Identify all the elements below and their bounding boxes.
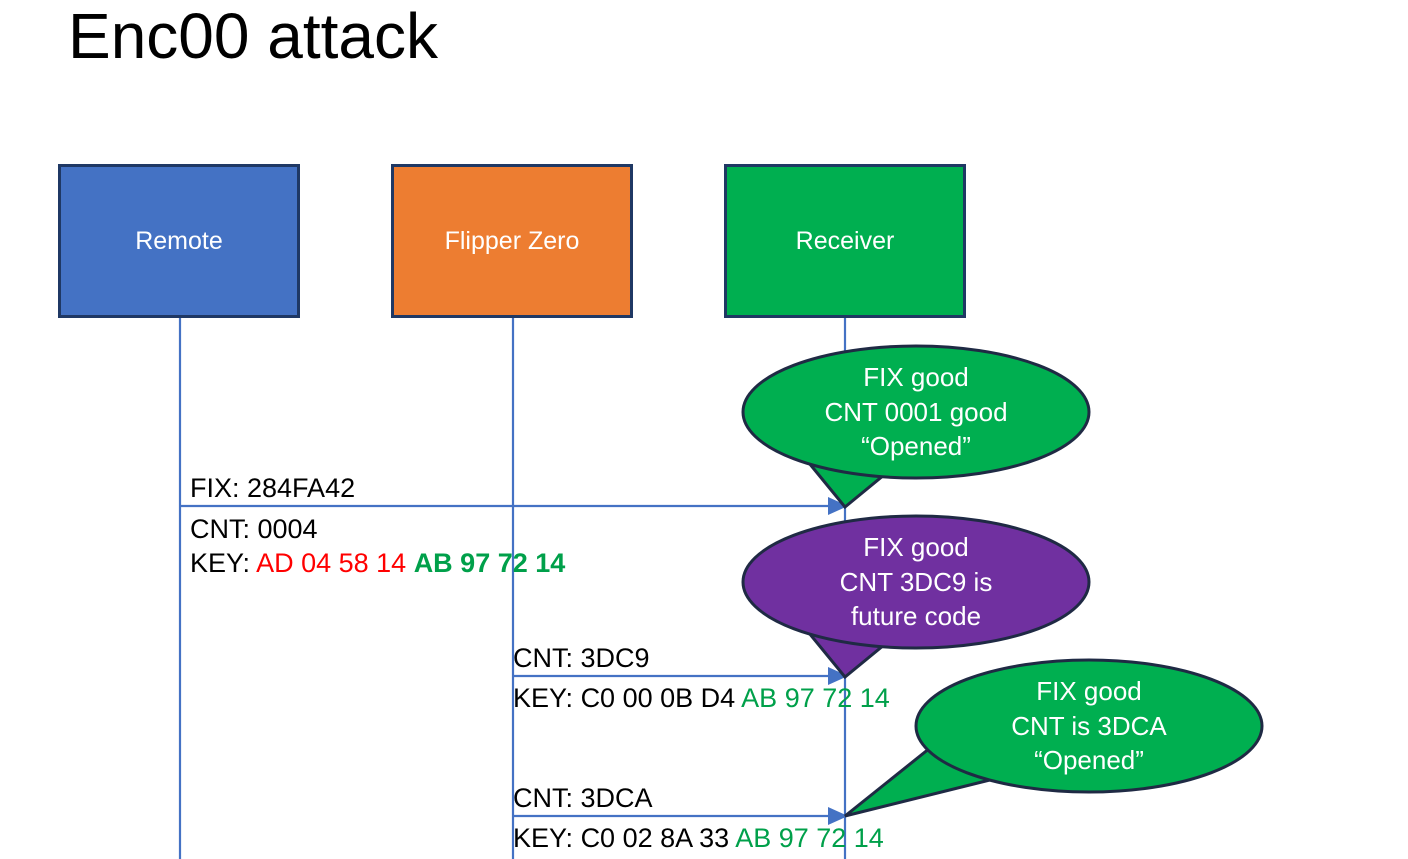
node-box-remote[interactable]: Remote bbox=[58, 164, 300, 318]
message-2-key-black: C0 00 0B D4 bbox=[580, 683, 736, 713]
message-2-cnt: CNT: 3DC9 bbox=[513, 643, 650, 675]
page-title: Enc00 attack bbox=[68, 0, 438, 72]
message-1-fix: FIX: 284FA42 bbox=[190, 473, 355, 505]
message-3-cnt: CNT: 3DCA bbox=[513, 783, 653, 815]
message-1-cnt-text: CNT: 0004 bbox=[190, 514, 318, 544]
message-arrow-1 bbox=[180, 497, 848, 515]
node-label-flipper: Flipper Zero bbox=[444, 226, 580, 255]
node-label-remote: Remote bbox=[135, 226, 223, 255]
message-1-cnt: CNT: 0004 bbox=[190, 514, 318, 546]
message-arrow-2 bbox=[513, 667, 848, 685]
callout-bubble-1 bbox=[741, 344, 1091, 510]
message-arrow-3 bbox=[513, 807, 848, 825]
message-3-key-black: C0 02 8A 33 bbox=[580, 823, 730, 853]
message-1-key-red: AD 04 58 14 bbox=[256, 548, 407, 578]
message-3-cnt-text: CNT: 3DCA bbox=[513, 783, 653, 813]
callout-bubble-3 bbox=[844, 658, 1264, 818]
message-2-key: KEY: C0 00 0B D4 AB 97 72 14 bbox=[513, 683, 890, 715]
callout-bubble-2 bbox=[741, 514, 1091, 680]
message-1-key: KEY: AD 04 58 14 AB 97 72 14 bbox=[190, 548, 565, 580]
message-2-key-label: KEY: bbox=[513, 683, 574, 713]
message-1-key-label: KEY: bbox=[190, 548, 251, 578]
node-box-flipper[interactable]: Flipper Zero bbox=[391, 164, 633, 318]
message-3-key-label: KEY: bbox=[513, 823, 574, 853]
node-label-receiver: Receiver bbox=[795, 226, 895, 255]
message-3-key: KEY: C0 02 8A 33 AB 97 72 14 bbox=[513, 823, 884, 855]
message-1-fix-text: FIX: 284FA42 bbox=[190, 473, 356, 503]
message-3-key-green: AB 97 72 14 bbox=[735, 823, 884, 853]
message-1-key-green: AB 97 72 14 bbox=[413, 548, 566, 578]
message-2-cnt-text: CNT: 3DC9 bbox=[513, 643, 650, 673]
node-box-receiver[interactable]: Receiver bbox=[724, 164, 966, 318]
message-2-key-green: AB 97 72 14 bbox=[741, 683, 890, 713]
